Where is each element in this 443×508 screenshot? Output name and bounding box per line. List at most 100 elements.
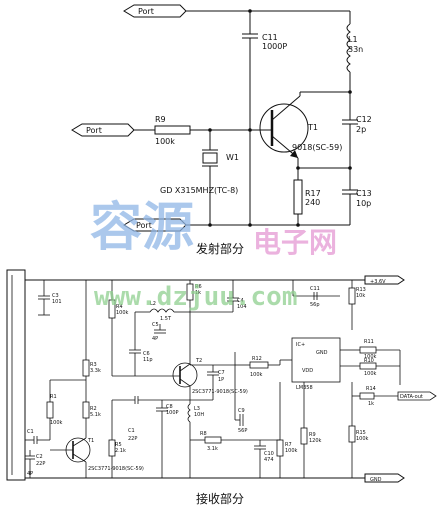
watermark-url: www.dzjuu.com: [94, 282, 298, 312]
rx-r4: R4 100k: [108, 280, 129, 376]
rx-c4: C4 104: [227, 280, 247, 312]
tx-c12: C12 2p: [342, 92, 372, 168]
svg-text:1k: 1k: [368, 401, 374, 407]
tx-w1-saw-resonator: W1 GD X315MHZ(TC-8): [160, 130, 239, 225]
data-out-port: DATA-out: [397, 391, 437, 401]
svg-text:Port: Port: [138, 7, 154, 16]
svg-text:R11: R11: [364, 339, 374, 345]
tx-r9: R9 100k: [154, 115, 191, 146]
svg-text:T1: T1: [87, 438, 94, 444]
watermark: 容源 电子网 www.dzjuu.com: [90, 198, 337, 312]
svg-text:C10: C10: [264, 451, 274, 457]
watermark-brand-pink: 电子网: [253, 226, 337, 259]
svg-text:1.5T: 1.5T: [160, 316, 172, 322]
svg-text:C3: C3: [52, 293, 59, 299]
rx-c7: C7 1P: [207, 365, 225, 400]
svg-text:R6: R6: [195, 284, 202, 290]
svg-text:VDD: VDD: [302, 368, 313, 374]
tx-t1-transistor: T1 9018(SC-59): [259, 92, 342, 159]
svg-text:GND: GND: [370, 477, 382, 483]
svg-text:10k: 10k: [356, 293, 365, 299]
tx-c13: C13 10p: [342, 168, 372, 225]
rx-c1: C1 4P: [25, 429, 50, 477]
svg-text:33n: 33n: [348, 45, 363, 54]
rx-r9: R9 120k: [300, 382, 322, 478]
svg-text:100k: 100k: [155, 137, 175, 146]
svg-text:100P: 100P: [166, 410, 179, 416]
svg-text:Port: Port: [86, 126, 102, 135]
svg-text:4P: 4P: [152, 336, 158, 342]
svg-text:1000P: 1000P: [262, 42, 287, 51]
svg-text:C2: C2: [36, 454, 43, 460]
watermark-brand-blue: 容源: [90, 198, 194, 258]
svg-text:GND: GND: [316, 350, 328, 356]
svg-text:DATA-out: DATA-out: [400, 394, 423, 400]
svg-text:100k: 100k: [364, 371, 377, 377]
svg-text:R9: R9: [309, 432, 316, 438]
rx-r7: R7 100k: [276, 382, 298, 478]
svg-text:R2: R2: [90, 406, 97, 412]
rx-r8: R8 3.1k: [190, 431, 260, 452]
svg-text:R14: R14: [366, 386, 376, 392]
rx-r1: R1 100k: [46, 380, 63, 440]
svg-text:R7: R7: [285, 442, 292, 448]
svg-text:R5: R5: [115, 442, 122, 448]
svg-text:R1: R1: [50, 394, 57, 400]
rx-c-coupling: C1 22P: [112, 396, 162, 442]
antenna-loop: [6, 269, 26, 481]
svg-text:100k: 100k: [50, 420, 63, 426]
svg-text:5.1k: 5.1k: [90, 412, 101, 418]
rx-r5: R5 2.1k: [108, 400, 126, 478]
svg-text:1k: 1k: [195, 290, 201, 296]
svg-text:56p: 56p: [310, 302, 320, 308]
rx-r13-data: R14 1k: [351, 382, 398, 407]
rx-c6: C6 11p: [129, 312, 153, 376]
svg-text:C5: C5: [152, 322, 159, 328]
svg-text:C4: C4: [237, 298, 244, 304]
svg-text:R13: R13: [356, 287, 366, 293]
rx-c3: C3 101: [38, 280, 62, 316]
svg-text:120k: 120k: [309, 438, 322, 444]
rx-c8: C8 100P: [156, 400, 179, 440]
svg-text:R4: R4: [116, 304, 123, 310]
rx-r15: R15 100k: [348, 396, 369, 478]
svg-text:22P: 22P: [36, 461, 45, 467]
svg-text:100k: 100k: [364, 354, 377, 360]
receive-section-title: 接收部分: [196, 491, 244, 506]
rx-r10: R10 100k: [359, 358, 400, 377]
transmit-section-title: 发射部分: [196, 241, 244, 256]
svg-text:2SC3771-9018(SC-59): 2SC3771-9018(SC-59): [192, 389, 248, 395]
svg-text:R10: R10: [364, 358, 374, 364]
svg-text:9018(SC-59): 9018(SC-59): [292, 143, 342, 152]
rx-c2: C2 22P: [25, 450, 45, 478]
port-mid: Port: [71, 123, 135, 137]
svg-text:R9: R9: [155, 115, 166, 124]
svg-text:T2: T2: [195, 358, 202, 364]
rx-l3-inductor: L3 10H: [187, 400, 204, 440]
svg-text:C1: C1: [128, 428, 135, 434]
svg-text:C12: C12: [356, 115, 372, 124]
svg-text:L3: L3: [194, 406, 200, 412]
svg-text:100k: 100k: [285, 448, 298, 454]
rx-r12: R12 100k: [235, 356, 281, 378]
svg-text:100k: 100k: [116, 310, 129, 316]
receiver-section: +3.6V GND C3 101 R6 1k: [6, 269, 437, 506]
svg-text:C7: C7: [218, 370, 225, 376]
svg-text:W1: W1: [226, 153, 239, 162]
rx-c11: C11 56p: [292, 280, 340, 308]
port-bottom: Port: [123, 218, 187, 232]
rx-r6: R6 1k: [186, 280, 202, 312]
svg-text:10H: 10H: [194, 412, 204, 418]
svg-text:+3.6V: +3.6V: [370, 279, 386, 285]
rx-l2-inductor: L2 1.5T: [135, 301, 190, 322]
rx-c5: C5 4P: [152, 322, 166, 342]
svg-text:T1: T1: [307, 123, 318, 132]
rx-c10: C10 474: [254, 440, 274, 478]
svg-text:L1: L1: [348, 35, 358, 44]
svg-text:3.3k: 3.3k: [90, 368, 101, 374]
rx-r2: R2 5.1k: [82, 398, 101, 434]
svg-text:C11: C11: [262, 33, 278, 42]
svg-text:100k: 100k: [250, 372, 263, 378]
svg-text:104: 104: [237, 304, 247, 310]
